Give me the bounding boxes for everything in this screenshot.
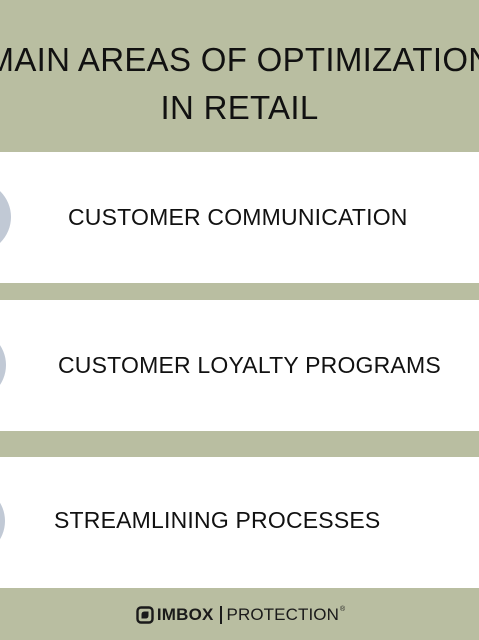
- logo-sub-text: PROTECTION: [226, 605, 339, 624]
- logo-divider: [219, 606, 222, 624]
- optimization-card-streamlining-processes: STREAMLINING PROCESSES: [0, 457, 479, 588]
- page-title-line-1: MAIN AREAS OF OPTIMIZATION: [0, 41, 479, 78]
- footer: IMBOX PROTECTION ®: [0, 588, 479, 640]
- page-title: MAIN AREAS OF OPTIMIZATION IN RETAIL: [0, 36, 479, 132]
- card-label: CUSTOMER COMMUNICATION: [68, 204, 408, 230]
- logo-brand-text: IMBOX: [156, 605, 214, 624]
- card-label: STREAMLINING PROCESSES: [54, 507, 381, 533]
- circle-bullet-icon: [0, 329, 6, 401]
- optimization-card-customer-communication: CUSTOMER COMMUNICATION: [0, 152, 479, 283]
- circle-bullet-icon: [0, 485, 5, 557]
- imbox-logo: IMBOX PROTECTION ®: [136, 605, 345, 625]
- imbox-logo-icon: [136, 606, 154, 624]
- page-title-line-2: IN RETAIL: [160, 89, 319, 126]
- registered-mark: ®: [340, 606, 346, 613]
- card-label: CUSTOMER LOYALTY PROGRAMS: [58, 352, 441, 378]
- optimization-card-customer-loyalty-programs: CUSTOMER LOYALTY PROGRAMS: [0, 300, 479, 431]
- circle-bullet-icon: [0, 181, 11, 253]
